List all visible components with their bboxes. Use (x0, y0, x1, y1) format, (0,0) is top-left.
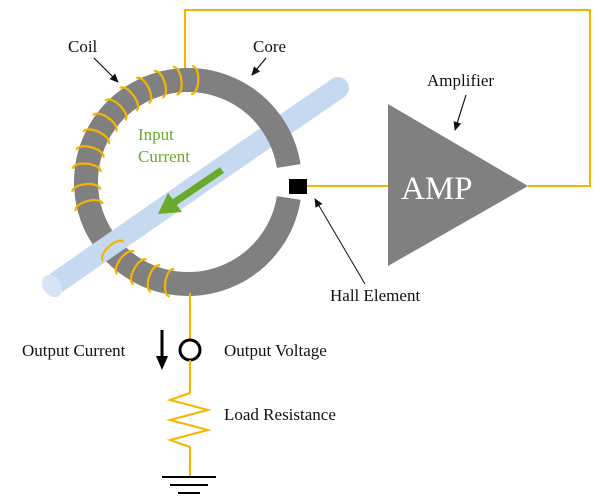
coil-turn (190, 64, 200, 96)
coil-turn (146, 264, 161, 294)
coil-turn (92, 112, 118, 133)
ground-symbol (162, 476, 216, 494)
core (74, 68, 301, 296)
amplifier-label: Amplifier (427, 71, 494, 90)
amp-text: AMP (401, 171, 473, 207)
hall-element-label: Hall Element (330, 286, 420, 305)
output-current-arrow (156, 330, 168, 370)
coil-turn (153, 69, 167, 99)
core-pointer (251, 57, 267, 76)
coil-turn (74, 199, 104, 212)
coil-turn (172, 65, 183, 96)
output-voltage-label: Output Voltage (224, 341, 327, 360)
output-current-label: Output Current (22, 341, 126, 360)
coil-turn (163, 267, 175, 298)
coil-label: Coil (68, 37, 98, 56)
hall-element (289, 179, 307, 194)
output-voltage-terminal (178, 338, 202, 362)
coil-turn (130, 258, 148, 286)
load-resistance-label: Load Resistance (224, 405, 336, 424)
amplifier (388, 104, 528, 266)
coil-turn (119, 86, 140, 112)
coil-turn (100, 239, 125, 262)
coil-winding (71, 64, 200, 298)
conductor-end-cap (41, 274, 63, 298)
coil-turn (71, 183, 102, 193)
feedback-wire (184, 9, 591, 187)
coil-turn (82, 128, 110, 145)
hall-element-pointer (314, 198, 366, 285)
core-label: Core (253, 37, 286, 56)
amplifier-pointer (453, 94, 467, 131)
coil-turn (75, 145, 105, 159)
input-current-label-2: Current (138, 147, 190, 166)
coil-pointer (93, 57, 119, 83)
load-resistor (166, 392, 212, 448)
coil-turn (104, 98, 128, 122)
input-current-arrow (158, 167, 224, 214)
coil-turn (71, 162, 102, 173)
coil-turn (135, 76, 153, 105)
input-current-label-1: Input (138, 125, 174, 144)
coil-turn (114, 249, 136, 275)
